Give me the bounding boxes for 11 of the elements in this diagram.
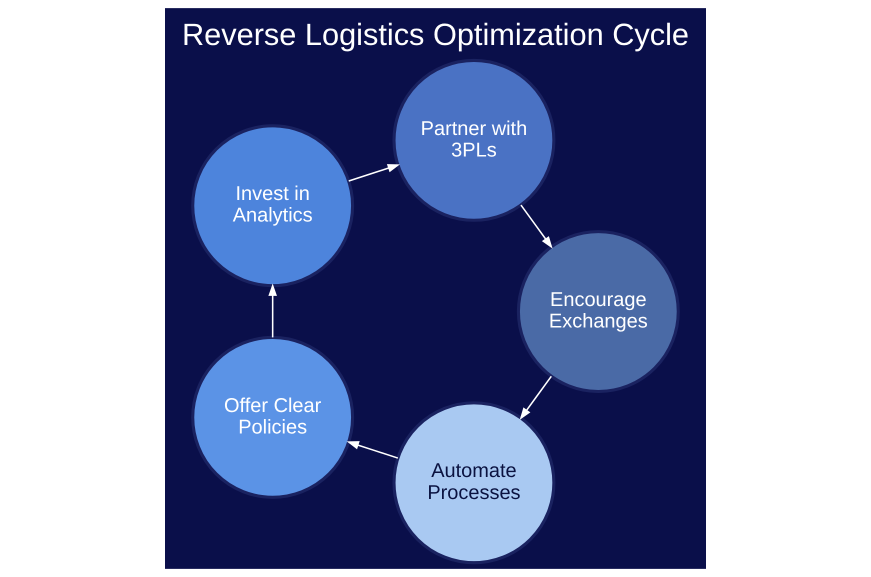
node-circle: Encourage Exchanges: [516, 230, 680, 394]
node-circle: Invest in Analytics: [191, 124, 354, 288]
node-circle: Offer Clear Policies: [191, 336, 354, 499]
arrow: [520, 204, 553, 249]
arrow: [348, 164, 400, 182]
node-circle: Automate Processes: [392, 401, 556, 564]
arrow: [520, 376, 552, 420]
diagram-title: Reverse Logistics Optimization Cycle: [182, 17, 690, 52]
arrow: [268, 284, 277, 338]
arrow: [346, 441, 398, 459]
node-circle: Partner with 3PLs: [392, 58, 556, 222]
